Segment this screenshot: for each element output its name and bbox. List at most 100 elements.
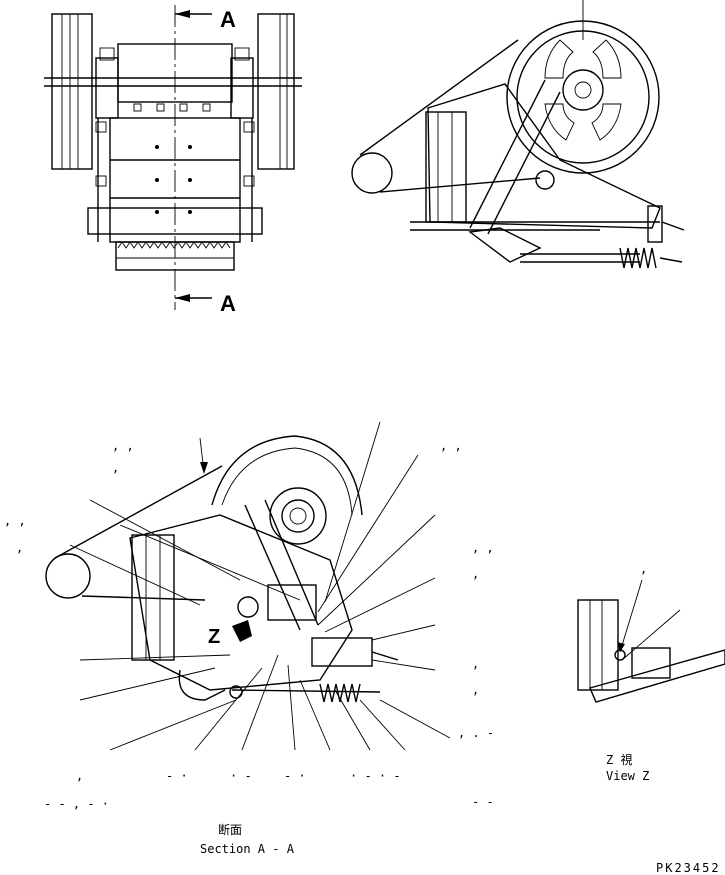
callout-b5: · - · -: [350, 769, 401, 783]
leader-line: [324, 421, 381, 603]
right-flywheel: [257, 13, 295, 170]
section-tension-spring: [319, 683, 361, 703]
leader-arrow: [200, 462, 208, 474]
section-tension-rod: [231, 689, 381, 693]
leader-line: [299, 679, 331, 751]
spoke-cutout: [591, 103, 622, 141]
bolt-dot: [155, 145, 159, 149]
section-a-a-view: Z: [45, 421, 451, 751]
teeth-pattern: [117, 241, 231, 249]
view-z-jaw-plates: [577, 599, 619, 691]
spoke-cutout: [544, 39, 574, 79]
leader-line: [317, 454, 419, 613]
clamp-block: [95, 175, 107, 187]
tension-spring: [619, 247, 657, 269]
leader-line: [287, 664, 296, 751]
leader-line: [109, 699, 237, 751]
bolt-dot: [188, 210, 192, 214]
bolt-dot: [188, 145, 192, 149]
leader-line: [324, 577, 436, 633]
leader-arrow: [617, 642, 625, 652]
side-frame: [427, 83, 661, 229]
bolt-head: [202, 103, 211, 112]
toggle-rod: [371, 651, 399, 661]
drawing-number: PK23452: [656, 861, 721, 875]
side-view: [351, 0, 685, 269]
bolt-head: [179, 103, 188, 112]
base-flange: [87, 207, 263, 235]
leader-line: [317, 514, 436, 626]
spoke-cutout: [592, 39, 622, 79]
section-chute: [178, 669, 226, 701]
callout-vz: ,: [640, 562, 647, 576]
clamp-block: [243, 121, 255, 133]
guard-inner: [221, 447, 353, 516]
view-z-caption: View Z: [606, 769, 649, 783]
leader-line: [371, 659, 436, 671]
callout-tl2: ,: [112, 461, 119, 475]
callout-b4: - ·: [284, 769, 306, 783]
drive-belt-lower: [379, 177, 541, 193]
bolt-dot: [188, 178, 192, 182]
motor-pulley: [351, 152, 393, 194]
leader-line: [119, 524, 301, 601]
bearing-cap: [99, 47, 115, 61]
section-belt-lower: [81, 595, 206, 601]
toggle-block: [647, 205, 663, 243]
front-view: A A: [44, 5, 302, 316]
section-pitman-edge: [264, 499, 319, 626]
hub-center: [574, 81, 592, 99]
clamp-block: [95, 121, 107, 133]
pitman-arm: [469, 79, 546, 229]
view-z-block: [631, 647, 671, 679]
section-motor-pulley: [45, 553, 91, 599]
drive-belt-upper: [359, 39, 519, 156]
section-marker-bottom: A: [220, 291, 236, 316]
discharge-chute: [468, 227, 542, 263]
bolt-dot: [155, 178, 159, 182]
view-z-jp: Z 視: [606, 752, 632, 767]
spoke-cutout: [544, 103, 575, 141]
leader-line: [379, 699, 451, 739]
leader-line: [359, 699, 406, 751]
callout-tl1: , ,: [112, 439, 134, 453]
z-marker: Z: [208, 626, 220, 648]
callout-l2: ,: [16, 541, 23, 555]
view-z-arrow: [232, 620, 252, 642]
section-flywheel-guard: [211, 435, 363, 516]
callout-leaders: [69, 421, 451, 751]
leader-line: [194, 667, 263, 751]
section-belt-upper: [54, 465, 223, 559]
callout-b3: · -: [230, 769, 252, 783]
section-jaw-plates: [131, 534, 175, 661]
callout-b7: - -: [472, 795, 494, 809]
section-arrow-bottom-head: [175, 294, 190, 302]
jaw-plate-side: [425, 111, 467, 223]
callout-b1: ,: [76, 769, 83, 783]
section-frame: [129, 514, 353, 691]
callout-b2: - ·: [166, 769, 188, 783]
toggle-seat: [267, 584, 317, 621]
callout-tr1: , ,: [440, 439, 462, 453]
text-labels: , , , , , , , , , , , , , , . - , - · · …: [4, 439, 721, 875]
section-bearing: [269, 487, 327, 545]
leader-line: [79, 654, 231, 661]
section-inspection-port: [237, 596, 259, 618]
callout-r5: , . -: [458, 726, 494, 740]
left-bearing-housing: [95, 57, 119, 119]
bolt-head: [133, 103, 142, 112]
section-caption: Section A - A: [200, 842, 295, 856]
callout-r4: ,: [472, 683, 479, 697]
callout-r3: ,: [472, 657, 479, 671]
callout-r1: , ,: [472, 541, 494, 555]
leader-line: [69, 544, 201, 606]
swing-jaw-top: [117, 43, 233, 103]
side-inspection-port: [535, 170, 555, 190]
right-bearing-housing: [230, 57, 254, 119]
leader-line: [334, 689, 371, 751]
section-marker-top: A: [220, 7, 236, 32]
leader-line: [241, 654, 279, 751]
callout-l1: , ,: [4, 514, 26, 528]
